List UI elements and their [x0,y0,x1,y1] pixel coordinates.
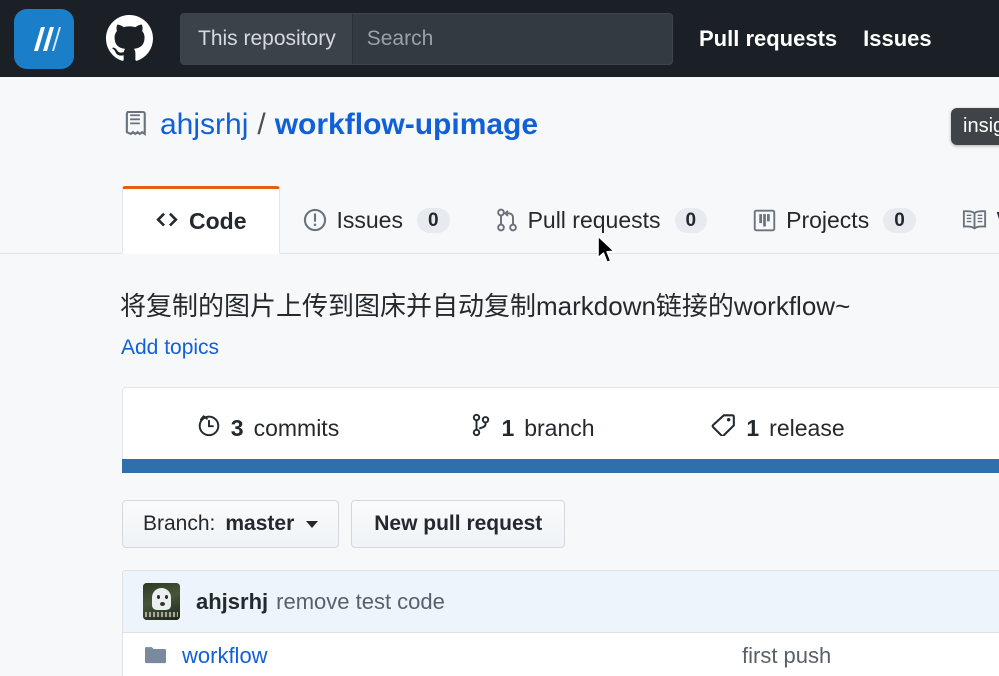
tab-issues-count: 0 [416,207,450,233]
chevron-down-icon [306,520,319,528]
stat-commits[interactable]: 3 commits [123,413,413,443]
branch-current-name: master [225,512,295,535]
tab-pull-requests[interactable]: Pull requests 0 [473,186,731,254]
stat-release-count: 1 [746,414,760,441]
tab-pull-requests-count: 0 [674,207,708,233]
repo-page: ahjsrhj / workflow-upimage insig Code [0,77,999,676]
folder-icon [143,645,168,666]
stat-release[interactable]: 1 release [653,414,903,442]
tag-icon [711,414,736,442]
tab-issues[interactable]: Issues 0 [280,186,473,254]
file-commit-message[interactable]: first push [742,642,832,668]
nav-issues[interactable]: Issues [863,25,932,51]
repo-separator: / [257,108,266,141]
github-mark-icon[interactable] [106,15,153,62]
header-nav: Pull requests Issues [699,26,932,52]
book-icon [962,209,987,231]
search-bar[interactable]: This repository [180,12,673,65]
tab-code-label: Code [189,207,247,234]
tab-pull-requests-label: Pull requests [527,206,661,233]
repo-tab-bar: Code Issues 0 [0,184,999,254]
tab-projects-label: Projects [786,206,870,233]
repo-name-link[interactable]: workflow-upimage [274,108,539,141]
tab-wiki[interactable]: Wi [939,186,999,254]
app-launcher-icon[interactable] [14,8,74,69]
top-header-bar: This repository Pull requests Issues [0,0,999,77]
git-pull-request-icon [496,208,518,232]
nav-pull-requests[interactable]: Pull requests [699,25,838,51]
tab-wiki-label: Wi [997,208,999,232]
tab-projects-count: 0 [883,207,916,233]
tab-issues-label: Issues [336,206,403,233]
add-topics-link[interactable]: Add topics [121,336,220,359]
search-scope-selector[interactable]: This repository [181,13,353,64]
file-name-link[interactable]: workflow [182,642,268,668]
branch-prefix-label: Branch: [143,512,216,535]
history-icon [197,413,221,443]
language-color-bar [122,459,999,473]
repo-book-icon [122,110,148,140]
commit-author-link[interactable]: ahjsrhj [196,588,269,614]
repo-heading: ahjsrhj / workflow-upimage [122,108,538,142]
stat-commits-count: 3 [230,414,244,441]
project-board-icon [753,209,776,232]
search-input[interactable] [352,13,672,64]
issue-opened-icon [303,208,327,232]
latest-commit-row: ahjsrhj remove test code [123,571,999,633]
stat-commits-label: commits [253,414,340,441]
stat-branch-label: branch [524,414,595,441]
repo-owner-link[interactable]: ahjsrhj [160,108,249,141]
table-row[interactable]: workflow first push [123,633,999,676]
tab-code[interactable]: Code [122,186,280,254]
commit-message-link[interactable]: remove test code [276,588,445,614]
code-icon [155,211,179,231]
branch-selector-button[interactable]: Branch: master [122,500,340,548]
repo-action-buttons: Branch: master New pull request [122,500,566,548]
branch-icon [471,413,491,443]
insights-tooltip: insig [951,108,999,145]
file-listing-table: ahjsrhj remove test code workflow first … [122,570,999,676]
avatar [143,583,180,620]
new-pull-request-button[interactable]: New pull request [351,500,566,548]
stat-branch[interactable]: 1 branch [413,413,653,443]
tab-projects[interactable]: Projects 0 [730,186,939,254]
stat-release-label: release [769,414,845,441]
repo-stats-bar: 3 commits 1 branch [122,387,999,469]
repo-description: 将复制的图片上传到图床并自动复制markdown链接的workflow~ [120,291,851,321]
stat-branch-count: 1 [501,414,515,441]
